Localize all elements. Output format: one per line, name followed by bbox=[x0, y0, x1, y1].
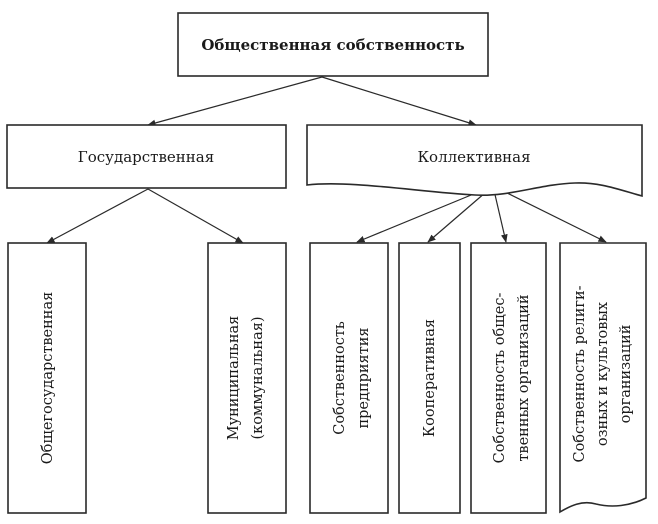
node-root: Общественная собственность bbox=[177, 12, 489, 77]
node-state: Государственная bbox=[6, 124, 287, 189]
node-collective: Коллективная bbox=[306, 124, 643, 198]
node-collective-label: Коллективная bbox=[417, 148, 530, 166]
leaf-municipal-line-2: (коммунальная) bbox=[250, 316, 266, 439]
leaf-public-org-line-2: твенных организаций bbox=[516, 294, 532, 461]
edge-state-municipal bbox=[147, 188, 244, 244]
edge-state-national bbox=[46, 188, 149, 244]
leaf-religious-line-3: организаций bbox=[618, 325, 634, 424]
leaf-public-org-line-1: Собственность общес- bbox=[492, 293, 508, 464]
node-national: Общегосударственная bbox=[7, 242, 87, 514]
leaf-religious-line-1: Собственность религи- bbox=[572, 285, 588, 462]
leaf-enterprise-line-1: Собственность bbox=[332, 321, 348, 435]
leaf-municipal-line-1: Муниципальная bbox=[226, 316, 242, 441]
node-enterprise: Собственность предприятия bbox=[309, 242, 389, 514]
node-religious: Собственность религи- озных и культовых … bbox=[559, 242, 647, 514]
leaf-enterprise-line-2: предприятия bbox=[356, 327, 372, 428]
node-municipal: Муниципальная (коммунальная) bbox=[207, 242, 287, 514]
leaf-national-line-1: Общегосударственная bbox=[40, 292, 56, 465]
leaf-cooperative-line-1: Кооперативная bbox=[422, 319, 438, 437]
edge-root-state bbox=[147, 76, 323, 127]
node-public-org: Собственность общес- твенных организаций bbox=[470, 242, 547, 514]
node-state-label: Государственная bbox=[78, 148, 214, 166]
node-root-label: Общественная собственность bbox=[201, 36, 464, 54]
edge-collective-religious bbox=[492, 185, 607, 243]
leaf-religious-line-2: озных и культовых bbox=[595, 302, 611, 446]
node-cooperative: Кооперативная bbox=[398, 242, 461, 514]
edge-root-collective bbox=[321, 76, 477, 126]
